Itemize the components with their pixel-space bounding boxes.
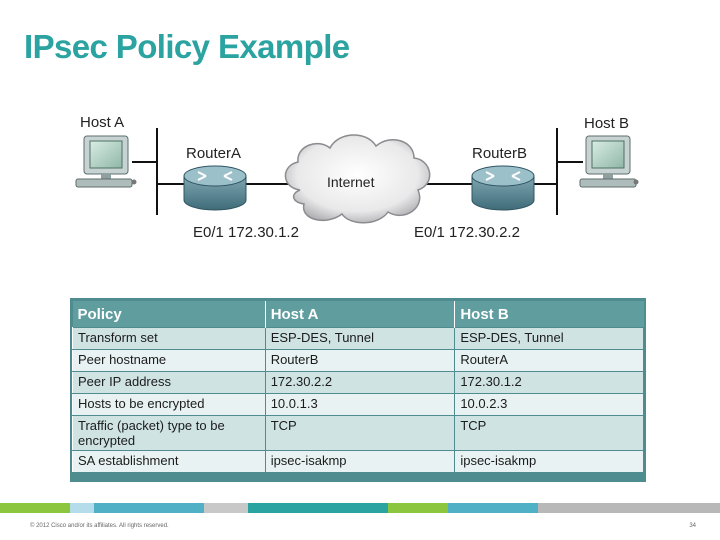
copyright-text: © 2012 Cisco and/or its affiliates. All … [30,523,169,529]
router-a-label: RouterA [186,145,242,162]
host-b-label: Host B [584,115,630,132]
policy-table: Policy Host A Host B Transform set ESP-D… [72,301,644,473]
table-cell: 10.0.1.3 [264,393,456,416]
table-cell: ESP-DES, Tunnel [264,327,456,350]
host-a-pc-icon [75,135,137,188]
table-cell: TCP [264,415,456,451]
table-cell: 10.0.2.3 [454,393,644,416]
policy-table-frame: Policy Host A Host B Transform set ESP-D… [70,298,646,482]
router-a-icon [183,165,247,211]
table-cell: TCP [454,415,644,451]
router-a-interface-label: E0/1 172.30.1.2 [193,224,299,241]
table-cell: 172.30.1.2 [454,371,644,394]
column-header: Host B [454,301,644,328]
table-cell: 172.30.2.2 [264,371,456,394]
table-cell: RouterA [454,349,644,372]
router-b-label: RouterB [472,145,528,162]
host-a-label: Host A [80,114,125,131]
host-b-pc-icon [579,135,639,188]
table-header-row: Policy Host A Host B [72,301,644,328]
table-cell: ESP-DES, Tunnel [454,327,644,350]
table-cell: SA establishment [72,450,266,473]
internet-cloud-icon [284,134,431,224]
table-cell: Hosts to be encrypted [72,393,266,416]
router-b-icon [471,165,535,211]
slide-title: IPsec Policy Example [24,28,350,65]
footer-color-bar [0,503,720,513]
table-cell: Peer hostname [72,349,266,372]
table-cell: RouterB [264,349,456,372]
internet-label: Internet [327,174,375,190]
table-cell: Peer IP address [72,371,266,394]
table-row: Peer IP address 172.30.2.2 172.30.1.2 [72,371,644,394]
table-cell: ipsec-isakmp [454,450,644,473]
table-cell: ipsec-isakmp [264,450,456,473]
table-cell: Transform set [72,327,266,350]
table-row: Peer hostname RouterB RouterA [72,349,644,372]
router-b-interface-label: E0/1 172.30.2.2 [414,224,520,241]
table-cell: Traffic (packet) type to be encrypted [72,415,266,451]
column-header: Policy [72,301,266,328]
table-row: SA establishment ipsec-isakmp ipsec-isak… [72,450,644,473]
column-header: Host A [265,301,456,328]
network-links [132,128,583,215]
network-diagram [75,128,639,224]
page-number: 34 [689,523,696,529]
table-row: Transform set ESP-DES, Tunnel ESP-DES, T… [72,327,644,350]
table-row: Traffic (packet) type to be encrypted TC… [72,415,644,451]
table-row: Hosts to be encrypted 10.0.1.3 10.0.2.3 [72,393,644,416]
